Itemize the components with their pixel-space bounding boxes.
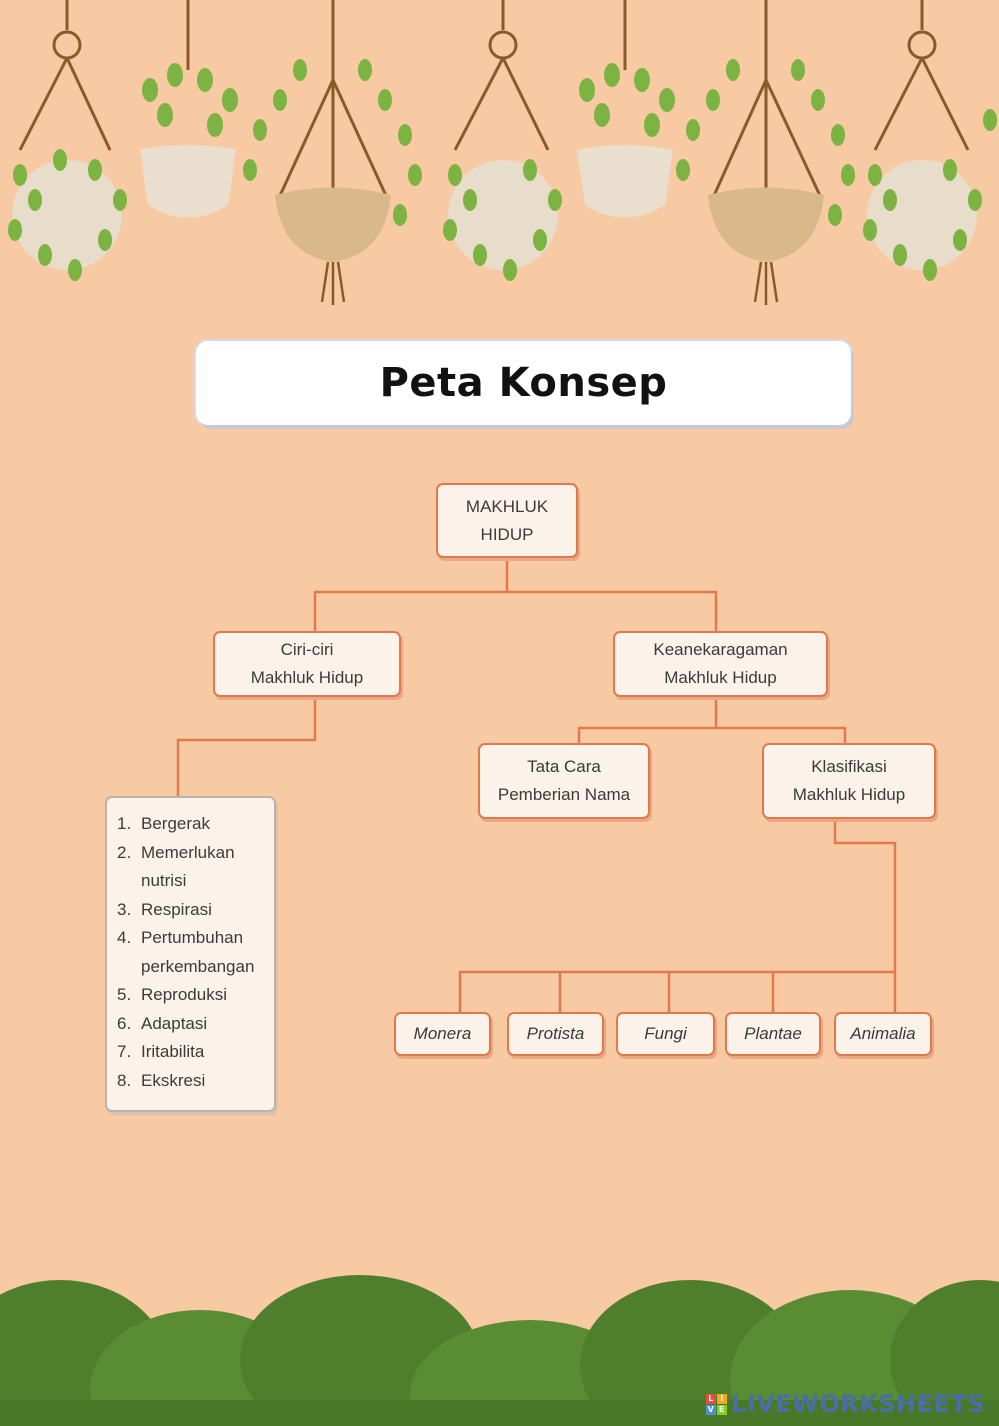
node-plantae: Plantae bbox=[725, 1012, 821, 1056]
title-banner: Peta Konsep bbox=[196, 341, 851, 425]
watermark-text: LIVEWORKSHEETS bbox=[731, 1390, 985, 1418]
node-animalia: Animalia bbox=[834, 1012, 932, 1056]
node-protista: Protista bbox=[507, 1012, 604, 1056]
node-line: Makhluk Hidup bbox=[251, 664, 363, 692]
list-item: 6.Adaptasi bbox=[117, 1010, 274, 1039]
list-item: 1.Bergerak bbox=[117, 810, 274, 839]
node-ciri-ciri: Ciri-ciri Makhluk Hidup bbox=[213, 631, 401, 697]
node-line: Klasifikasi bbox=[811, 753, 887, 781]
node-line: HIDUP bbox=[481, 521, 534, 549]
node-monera: Monera bbox=[394, 1012, 491, 1056]
list-item: 3.Respirasi bbox=[117, 896, 274, 925]
page-title: Peta Konsep bbox=[380, 360, 668, 406]
node-klasifikasi: Klasifikasi Makhluk Hidup bbox=[762, 743, 936, 819]
list-item: 8.Ekskresi bbox=[117, 1067, 274, 1096]
node-line: Makhluk Hidup bbox=[793, 781, 905, 809]
node-keanekaragaman: Keanekaragaman Makhluk Hidup bbox=[613, 631, 828, 697]
node-line: MAKHLUK bbox=[466, 493, 548, 521]
list-item: 5.Reproduksi bbox=[117, 981, 274, 1010]
list-item: 7.Iritabilita bbox=[117, 1038, 274, 1067]
node-line: Tata Cara bbox=[527, 753, 601, 781]
list-item: 4.Pertumbuhan perkembangan bbox=[117, 924, 274, 981]
node-line: Makhluk Hidup bbox=[664, 664, 776, 692]
node-line: Keanekaragaman bbox=[653, 636, 787, 664]
node-line: Ciri-ciri bbox=[281, 636, 334, 664]
list-item: 2.Memerlukan nutrisi bbox=[117, 839, 274, 896]
node-line: Pemberian Nama bbox=[498, 781, 630, 809]
ciri-list-box: 1.Bergerak 2.Memerlukan nutrisi 3.Respir… bbox=[105, 796, 276, 1112]
node-makhluk-hidup: MAKHLUK HIDUP bbox=[436, 483, 578, 558]
node-tata-cara: Tata Cara Pemberian Nama bbox=[478, 743, 650, 819]
node-fungi: Fungi bbox=[616, 1012, 715, 1056]
